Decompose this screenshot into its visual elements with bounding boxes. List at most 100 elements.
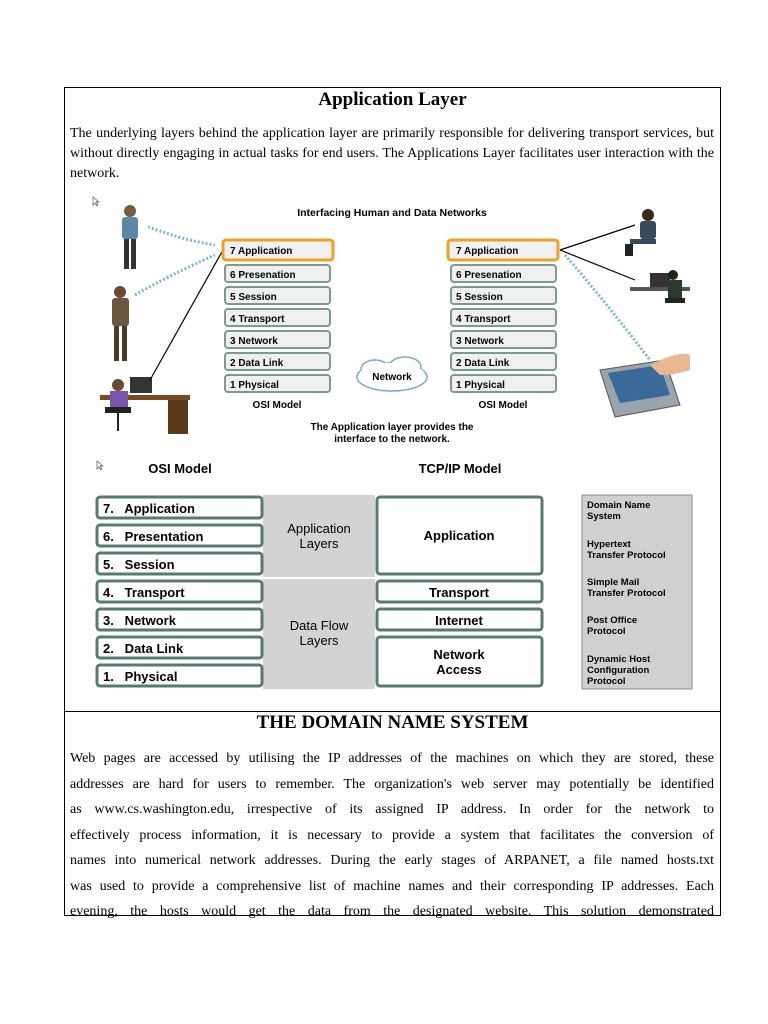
- dns-line: addresses are hard for users to remember…: [70, 776, 714, 792]
- left-layer-3-box: [224, 330, 331, 349]
- connection-coil: [563, 254, 652, 361]
- osi-layer-3-box: [95, 607, 264, 632]
- section-title-dns: THE DOMAIN NAME SYSTEM: [256, 712, 529, 733]
- left-layer-6-label: 6 Presenation: [230, 270, 296, 281]
- left-layer-2-box: [224, 352, 331, 371]
- application-layers-label-line2: Layers: [299, 536, 339, 551]
- data-flow-layers-band: [263, 579, 375, 689]
- dns-paragraph: Web pages are accessed by utilising the …: [70, 746, 714, 925]
- osi-layer-2-label: 2. Data Link: [103, 641, 184, 656]
- cursor-icon: [92, 196, 100, 207]
- protocol-http-line1: Hypertext: [587, 539, 632, 550]
- protocols-panel: [581, 494, 693, 690]
- person-standing-icon: [112, 286, 129, 361]
- right-layer-3-label: 3 Network: [456, 336, 504, 347]
- osi-layer-5-box: [95, 551, 264, 576]
- connection-coil: [134, 253, 216, 297]
- osi-layer-boxes: 7. Application 6. Presentation 5. Sessio…: [95, 495, 264, 688]
- tcpip-network-access-label-line2: Access: [436, 662, 482, 677]
- protocol-dhcp-line3: Protocol: [587, 676, 626, 687]
- figure1-caption-line2: interface to the network.: [334, 434, 450, 445]
- right-layer-7-box: [446, 238, 560, 262]
- pda-device-icon: [599, 353, 690, 418]
- cursor-icon: [96, 460, 104, 471]
- left-layer-4-label: 4 Transport: [230, 314, 285, 325]
- data-flow-layers-label-line2: Layers: [299, 633, 339, 648]
- osi-layer-5-label: 5. Session: [103, 557, 175, 572]
- protocol-dns-line1: Domain Name: [587, 500, 650, 511]
- osi-layer-6-box: [95, 523, 264, 548]
- tcpip-network-access-box: [375, 635, 544, 688]
- left-layer-7-box: [221, 238, 335, 262]
- data-flow-layers-label-line1: Data Flow: [290, 618, 349, 633]
- left-layer-1-box: [224, 374, 331, 393]
- connection-coil: [147, 225, 216, 247]
- protocol-pop-line2: Protocol: [587, 626, 626, 637]
- protocol-smtp-line1: Simple Mail: [587, 577, 639, 588]
- figure1-caption-line1: The Application layer provides the: [311, 422, 474, 433]
- left-osi-caption: OSI Model: [253, 400, 302, 411]
- dns-line: as www.cs.washington.edu, irrespective o…: [70, 802, 714, 817]
- left-layer-3-label: 3 Network: [230, 336, 278, 347]
- dns-line: evening, the hosts would get the data fr…: [70, 904, 714, 919]
- left-layer-5-label: 5 Session: [230, 292, 277, 303]
- osi-layer-4-label: 4. Transport: [103, 585, 185, 600]
- person-sitting-icon: [625, 209, 656, 256]
- left-layer-1-label: 1 Physical: [230, 380, 279, 391]
- protocol-smtp-line2: Transfer Protocol: [587, 588, 666, 599]
- osi-layer-7-box: [95, 495, 264, 520]
- connection-line: [559, 224, 636, 251]
- tcpip-transport-box: [375, 579, 544, 604]
- left-layer-2-label: 2 Data Link: [230, 358, 284, 369]
- network-cloud-label: Network: [372, 372, 412, 383]
- application-layers-label-line1: Application: [287, 521, 351, 536]
- figure1-title: Interfacing Human and Data Networks: [297, 207, 487, 219]
- right-osi-caption: OSI Model: [479, 400, 528, 411]
- connection-line: [559, 249, 636, 281]
- dns-line: was used to provide a comprehensive list…: [70, 878, 714, 894]
- tcpip-internet-box: [375, 607, 544, 632]
- application-layers-band: [263, 495, 375, 577]
- left-layer-5-box: [224, 286, 331, 305]
- osi-layer-7-label: 7. Application: [103, 501, 195, 516]
- dns-line: names into numerical network addresses. …: [70, 853, 714, 868]
- osi-layer-1-label: 1. Physical: [103, 669, 177, 684]
- right-osi-stack: 7 Application 6 Presenation 5 Session 4 …: [446, 238, 560, 411]
- figure-osi-vs-tcpip: OSI Model TCP/IP Model 7. Application 6.…: [90, 458, 695, 693]
- dns-line: effectively process information, it is n…: [70, 827, 714, 843]
- right-layer-6-label: 6 Presenation: [456, 270, 522, 281]
- right-layer-4-label: 4 Transport: [456, 314, 511, 325]
- dns-line: Web pages are accessed by utilising the …: [70, 751, 714, 766]
- protocol-pop-line1: Post Office: [587, 615, 637, 626]
- tcpip-transport-label: Transport: [429, 585, 490, 600]
- tcpip-network-access-label-line1: Network: [433, 647, 485, 662]
- protocol-http-line2: Transfer Protocol: [587, 550, 666, 561]
- protocol-dhcp-line1: Dynamic Host: [587, 654, 651, 665]
- right-layer-2-label: 2 Data Link: [456, 358, 510, 369]
- tcpip-application-box: [375, 495, 544, 576]
- right-layer-5-label: 5 Session: [456, 292, 503, 303]
- left-layer-4-box: [224, 308, 331, 327]
- right-layer-1-label: 1 Physical: [456, 380, 505, 391]
- protocol-dns-line2: System: [587, 511, 621, 522]
- right-layer-4-box: [450, 308, 557, 327]
- network-cloud-icon: [356, 356, 428, 392]
- protocol-list: Domain Name System Hypertext Transfer Pr…: [587, 500, 666, 687]
- osi-layer-4-box: [95, 579, 264, 604]
- person-at-desk-icon: [100, 377, 190, 434]
- tcpip-model-heading: TCP/IP Model: [419, 461, 502, 476]
- application-layer-paragraph: The underlying layers behind the applica…: [70, 126, 714, 181]
- osi-layer-1-box: [95, 663, 264, 688]
- tcpip-application-label: Application: [424, 528, 495, 543]
- left-osi-stack: 7 Application 6 Presenation 5 Session 4 …: [221, 238, 335, 411]
- left-layer-7-label: 7 Application: [230, 246, 292, 257]
- osi-layer-3-label: 3. Network: [103, 613, 177, 628]
- section-divider: [64, 711, 721, 712]
- right-layer-3-box: [450, 330, 557, 349]
- right-layer-2-box: [450, 352, 557, 371]
- tcpip-internet-label: Internet: [435, 613, 483, 628]
- osi-model-heading: OSI Model: [148, 461, 212, 476]
- osi-layer-2-box: [95, 635, 264, 660]
- left-layer-6-box: [224, 264, 331, 283]
- page-border: [64, 87, 721, 916]
